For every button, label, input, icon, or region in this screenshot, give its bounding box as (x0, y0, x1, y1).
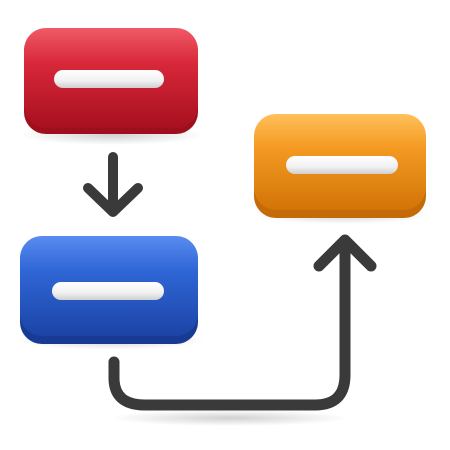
curved-arrow-head (313, 234, 377, 272)
down-arrow-head (83, 183, 143, 217)
blue-block-bar (52, 282, 164, 300)
orange-block (254, 114, 426, 218)
orange-block-bar (286, 156, 398, 174)
blue-block (20, 236, 198, 344)
curved-arrow (108, 234, 377, 411)
curved-arrow-line (108, 244, 351, 411)
down-arrow (83, 152, 143, 217)
curved-arrow-shadow (110, 410, 350, 426)
red-block-bar (54, 70, 164, 88)
red-block (24, 28, 198, 134)
